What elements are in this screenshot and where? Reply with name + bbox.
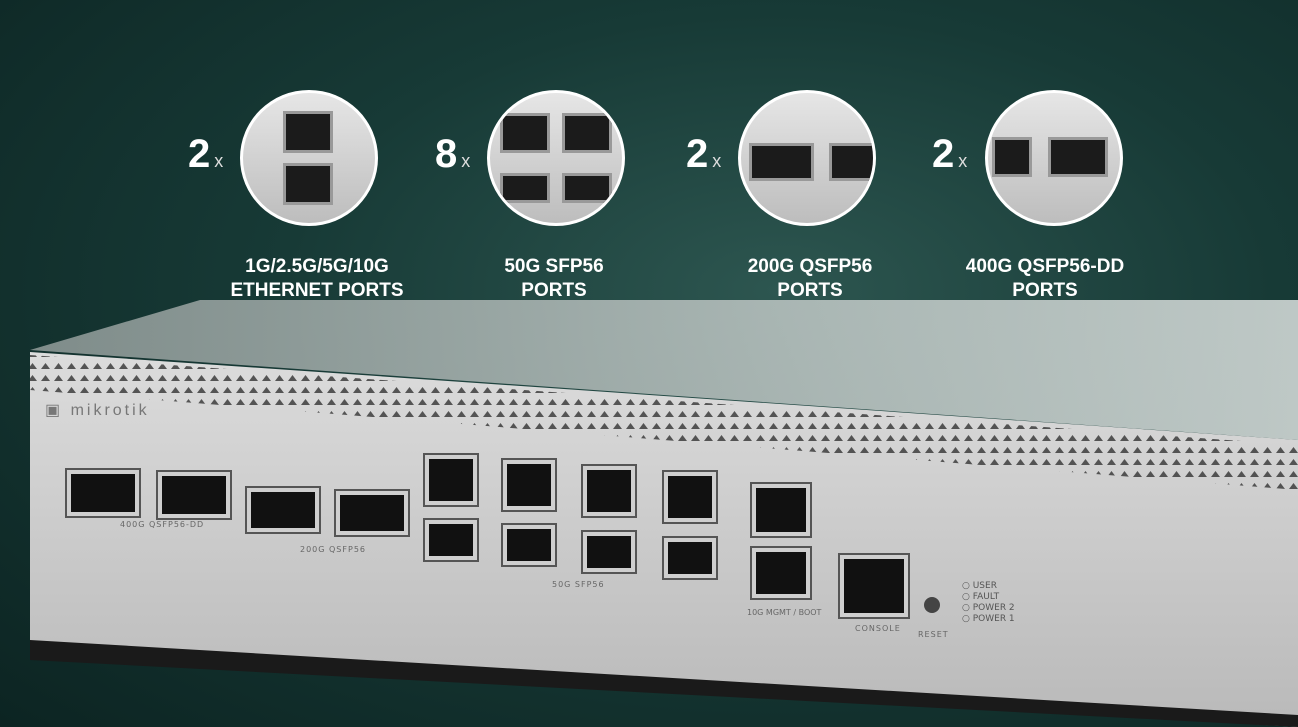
console-label: CONSOLE [855,624,901,633]
qsfp56-dd-port-1[interactable] [67,470,139,516]
sfp56-port-5[interactable] [583,466,635,516]
led-power-2: ○ POWER 2 [962,603,1015,613]
led-user: ○ USER [962,581,997,591]
console-port[interactable] [840,555,908,617]
label-line2: PORTS [777,280,843,301]
label-line1: 1G/2.5G/5G/10G [245,256,389,277]
label-line1: 400G QSFP56-DD [965,256,1125,277]
times: x [214,151,224,171]
zoom-circle-qsfp56 [738,90,876,226]
zoom-circle-sfp56 [487,90,625,226]
reset-label: RESET [918,630,949,639]
zoom-circle-qsfp56-dd [985,90,1123,226]
label-line1: 200G QSFP56 [747,256,873,277]
times: x [712,151,722,171]
count: 2 [188,132,211,176]
led-label: FAULT [972,592,1000,602]
label-line2: PORTS [521,280,587,301]
count: 2 [932,132,955,176]
group-label-50g: 50G SFP56 [552,580,605,589]
brand-logo: ▣ mikrotik [45,402,150,419]
count: 8 [435,132,458,176]
count: 2 [686,132,709,176]
led-label: POWER 1 [972,614,1015,624]
times: x [958,151,968,171]
times: x [461,151,471,171]
group-label-mgmt: 10G MGMT / BOOT [747,608,822,617]
sfp56-port-7[interactable] [664,472,716,522]
sfp56-port-4[interactable] [503,525,555,565]
sfp56-port-3[interactable] [503,460,555,510]
qsfp56-port-1[interactable] [247,488,319,532]
led-label: USER [972,581,997,591]
group-label-400g: 400G QSFP56-DD [120,520,205,529]
label-line2: PORTS [1012,280,1078,301]
sfp56-port-1[interactable] [425,455,477,505]
sfp56-port-2[interactable] [425,520,477,560]
zoom-circle-ethernet [240,90,378,226]
led-label: POWER 2 [972,603,1015,613]
qsfp56-dd-port-2[interactable] [158,472,230,518]
label-line2: ETHERNET PORTS [230,280,404,301]
sfp56-port-8[interactable] [664,538,716,578]
reset-button[interactable] [924,597,940,613]
label-line1: 50G SFP56 [504,256,604,277]
ethernet-port-2[interactable] [752,484,810,536]
brand-text: mikrotik [70,402,150,419]
led-power-1: ○ POWER 1 [962,614,1015,624]
group-label-200g: 200G QSFP56 [300,545,366,554]
qsfp56-port-2[interactable] [336,491,408,535]
led-fault: ○ FAULT [962,592,1000,602]
sfp56-port-6[interactable] [583,532,635,572]
ethernet-port-1[interactable] [752,548,810,598]
